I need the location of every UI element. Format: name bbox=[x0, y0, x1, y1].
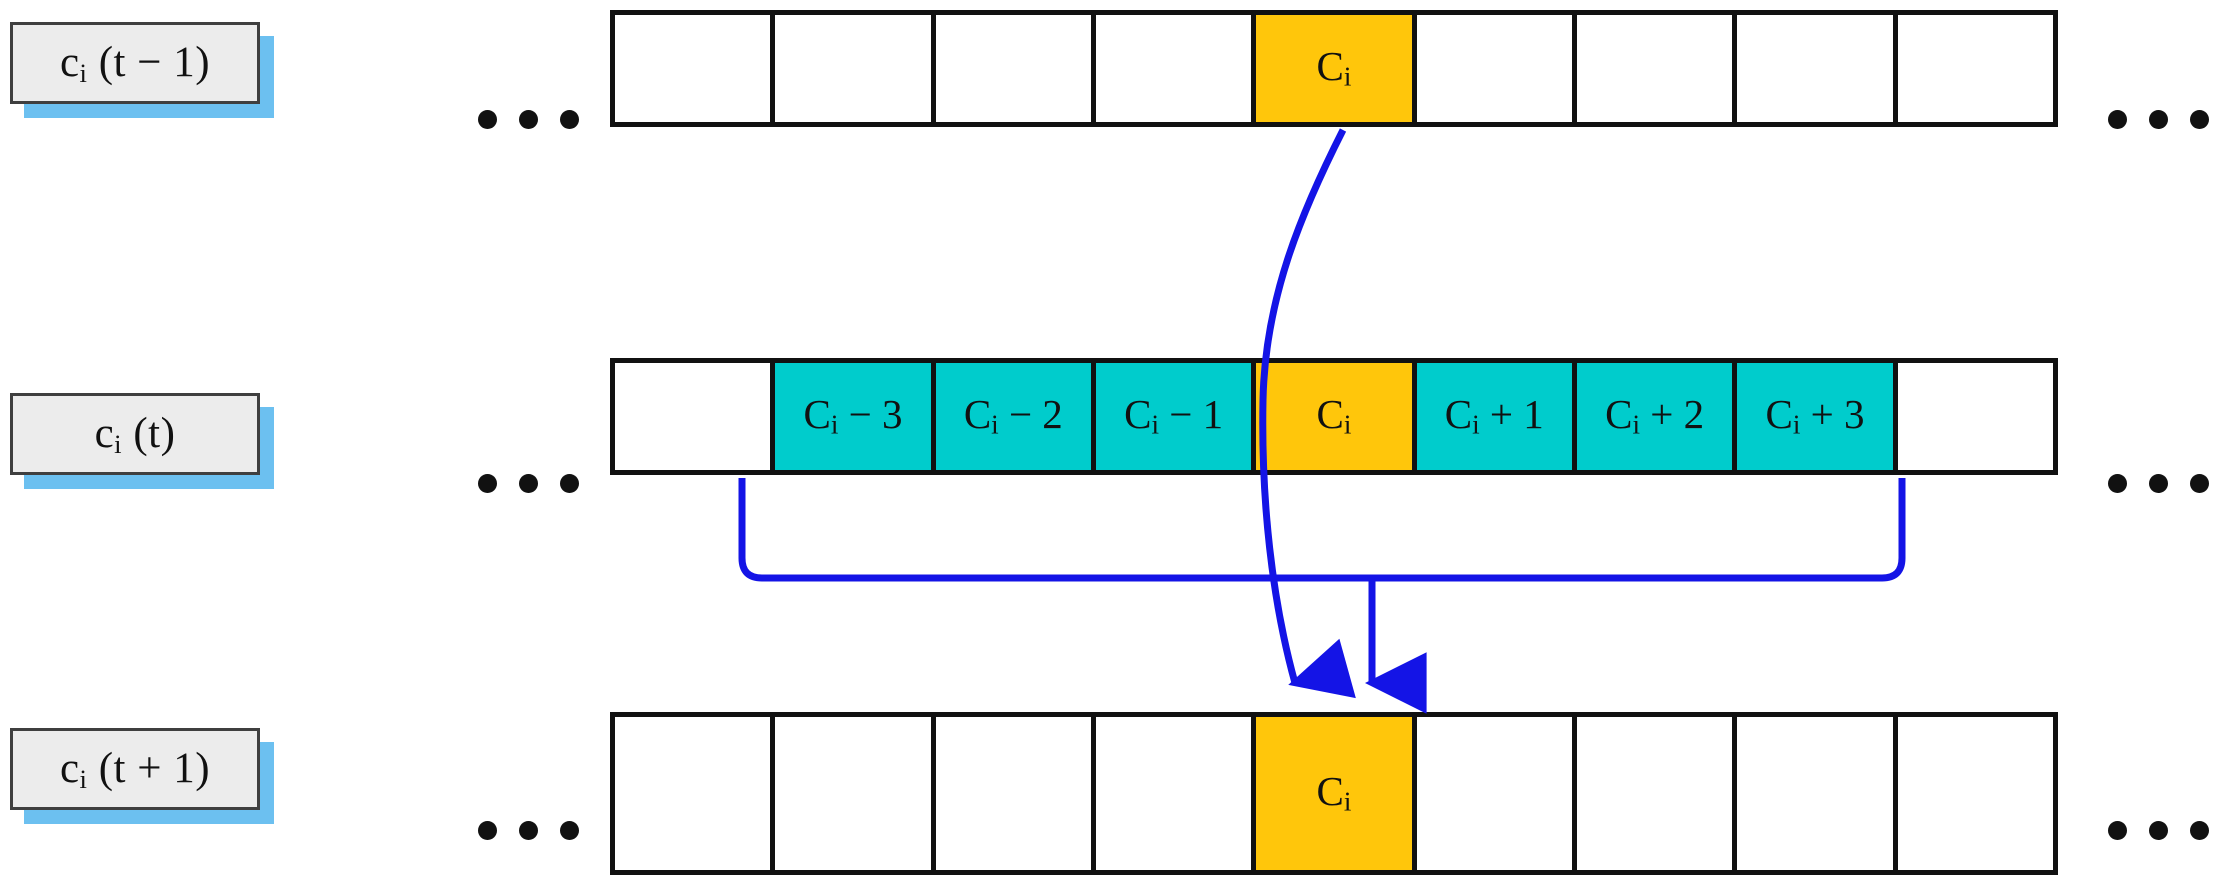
tape-cell-previous-8 bbox=[1897, 15, 2053, 122]
row-label-previous: ci (t − 1) bbox=[10, 22, 274, 118]
tape-cell-previous-2 bbox=[935, 15, 1096, 122]
tape-cell-previous-3 bbox=[1095, 15, 1257, 122]
ellipsis-dot bbox=[560, 474, 579, 493]
tape-cell-previous-7 bbox=[1737, 15, 1898, 122]
ellipsis-dot bbox=[2108, 821, 2127, 840]
ellipsis-dot bbox=[2108, 110, 2127, 129]
ellipsis-dot bbox=[560, 110, 579, 129]
ellipsis-dot bbox=[519, 821, 538, 840]
ellipsis-dot bbox=[2108, 474, 2127, 493]
tape-cell-next-5 bbox=[1416, 717, 1577, 870]
tape-row-current: Ci − 3 Ci − 2 Ci − 1 Ci Ci + 1 Ci + 2 Ci + 3 bbox=[610, 358, 2058, 475]
tape-cell-current-0 bbox=[615, 363, 776, 470]
tape-cell-previous-4: Ci bbox=[1256, 15, 1417, 122]
left-ellipsis-current bbox=[478, 474, 579, 493]
row-label-text-current: ci (t) bbox=[94, 409, 176, 459]
row-label-text-previous: ci (t − 1) bbox=[59, 38, 211, 88]
ellipsis-dot bbox=[478, 110, 497, 129]
tape-row-next: Ci bbox=[610, 712, 2058, 875]
tape-cell-current-1: Ci − 3 bbox=[775, 363, 936, 470]
right-ellipsis-previous bbox=[2108, 110, 2209, 129]
tape-cell-label: Ci bbox=[1316, 43, 1352, 92]
ellipsis-dot bbox=[2149, 474, 2168, 493]
ellipsis-dot bbox=[478, 474, 497, 493]
tape-cell-previous-6 bbox=[1576, 15, 1738, 122]
row-label-box: ci (t + 1) bbox=[10, 728, 260, 810]
ellipsis-dot bbox=[2190, 821, 2209, 840]
tape-cell-next-2 bbox=[935, 717, 1096, 870]
tape-cell-label: Ci + 1 bbox=[1444, 391, 1544, 440]
row-label-text-next: ci (t + 1) bbox=[59, 744, 211, 794]
ellipsis-dot bbox=[478, 821, 497, 840]
ellipsis-dot bbox=[2149, 821, 2168, 840]
ellipsis-dot bbox=[560, 821, 579, 840]
tape-cell-current-6: Ci + 2 bbox=[1576, 363, 1738, 470]
neighbourhood-bracket bbox=[738, 478, 1906, 582]
tape-cell-current-5: Ci + 1 bbox=[1416, 363, 1577, 470]
tape-cell-label: Ci + 3 bbox=[1765, 391, 1865, 440]
tape-cell-label: Ci − 1 bbox=[1124, 391, 1224, 440]
ellipsis-dot bbox=[2190, 110, 2209, 129]
row-label-current: ci (t) bbox=[10, 393, 274, 489]
tape-cell-previous-0 bbox=[615, 15, 776, 122]
tape-cell-label: Ci bbox=[1316, 391, 1352, 440]
tape-cell-next-8 bbox=[1897, 717, 2053, 870]
tape-cell-label: Ci + 2 bbox=[1605, 391, 1705, 440]
tape-cell-current-7: Ci + 3 bbox=[1737, 363, 1898, 470]
tape-cell-label: Ci bbox=[1316, 768, 1352, 817]
tape-cell-current-3: Ci − 1 bbox=[1095, 363, 1257, 470]
tape-cell-next-3 bbox=[1095, 717, 1257, 870]
tape-cell-next-0 bbox=[615, 717, 776, 870]
left-ellipsis-next bbox=[478, 821, 579, 840]
tape-cell-next-7 bbox=[1737, 717, 1898, 870]
ellipsis-dot bbox=[519, 110, 538, 129]
tape-cell-current-4: Ci bbox=[1256, 363, 1417, 470]
tape-cell-current-2: Ci − 2 bbox=[935, 363, 1096, 470]
tape-cell-previous-5 bbox=[1416, 15, 1577, 122]
tape-cell-label: Ci − 3 bbox=[803, 391, 903, 440]
tape-cell-next-1 bbox=[775, 717, 936, 870]
tape-cell-next-6 bbox=[1576, 717, 1738, 870]
tape-cell-label: Ci − 2 bbox=[963, 391, 1063, 440]
ellipsis-dot bbox=[2190, 474, 2209, 493]
ellipsis-dot bbox=[519, 474, 538, 493]
row-label-box: ci (t) bbox=[10, 393, 260, 475]
right-ellipsis-next bbox=[2108, 821, 2209, 840]
row-label-box: ci (t − 1) bbox=[10, 22, 260, 104]
tape-row-previous: Ci bbox=[610, 10, 2058, 127]
ellipsis-dot bbox=[2149, 110, 2168, 129]
row-label-next: ci (t + 1) bbox=[10, 728, 274, 824]
left-ellipsis-previous bbox=[478, 110, 579, 129]
tape-cell-previous-1 bbox=[775, 15, 936, 122]
right-ellipsis-current bbox=[2108, 474, 2209, 493]
tape-cell-current-8 bbox=[1897, 363, 2053, 470]
tape-cell-next-4: Ci bbox=[1256, 717, 1417, 870]
